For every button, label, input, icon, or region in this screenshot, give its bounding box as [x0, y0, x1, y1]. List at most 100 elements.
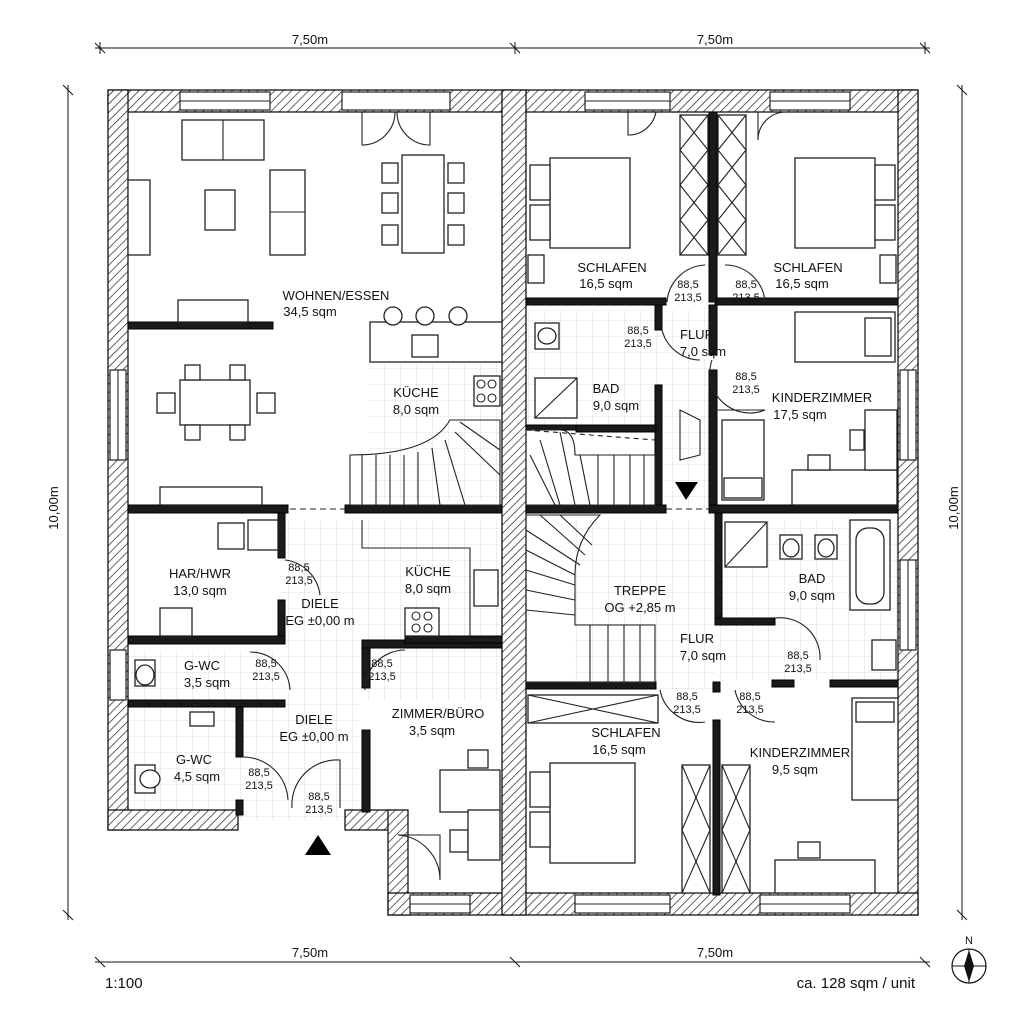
- svg-text:88,5: 88,5: [627, 325, 648, 337]
- furniture-upper-floor: [527, 114, 899, 894]
- room-area: 17,5 sqm: [773, 407, 826, 422]
- entrance-marker-left: [305, 835, 331, 855]
- svg-text:88,5: 88,5: [308, 791, 329, 803]
- svg-text:213,5: 213,5: [732, 292, 760, 304]
- svg-text:88,5: 88,5: [255, 658, 276, 670]
- svg-text:213,5: 213,5: [624, 338, 652, 350]
- room-area: EG ±0,00 m: [285, 613, 354, 628]
- room-label-wohnen-essen: WOHNEN/ESSEN 34,5 sqm: [283, 288, 390, 319]
- room-labels: WOHNEN/ESSEN 34,5 sqm KÜCHE 8,0 sqm HAR/…: [169, 260, 872, 784]
- room-label-gwc-2: G-WC 4,5 sqm: [174, 752, 220, 784]
- room-name: G-WC: [184, 658, 220, 673]
- room-area: EG ±0,00 m: [279, 729, 348, 744]
- svg-text:213,5: 213,5: [285, 575, 313, 587]
- room-name: KÜCHE: [405, 564, 451, 579]
- room-area: 16,5 sqm: [592, 742, 645, 757]
- room-area: OG +2,85 m: [604, 600, 675, 615]
- room-name: ZIMMER/BÜRO: [392, 706, 484, 721]
- room-name: FLUR: [680, 631, 714, 646]
- svg-text:213,5: 213,5: [673, 704, 701, 716]
- room-label-kinderzimmer-2: KINDERZIMMER 9,5 sqm: [750, 745, 850, 777]
- room-label-diele-1: DIELE EG ±0,00 m: [285, 596, 354, 628]
- room-label-zimmer-buero: ZIMMER/BÜRO 3,5 sqm: [392, 706, 484, 738]
- room-area: 8,0 sqm: [393, 402, 439, 417]
- room-area: 13,0 sqm: [173, 583, 226, 598]
- room-label-kinderzimmer-1: KINDERZIMMER 17,5 sqm: [772, 390, 872, 422]
- svg-text:213,5: 213,5: [305, 804, 333, 816]
- room-area: 3,5 sqm: [184, 675, 230, 690]
- room-area: 3,5 sqm: [409, 723, 455, 738]
- staircase-left: [349, 419, 501, 506]
- room-label-kueche-1: KÜCHE 8,0 sqm: [393, 385, 439, 417]
- dim-top-right: 7,50m: [697, 32, 733, 47]
- room-area: 9,0 sqm: [789, 588, 835, 603]
- room-area: 16,5 sqm: [775, 276, 828, 291]
- room-label-flur-1: FLUR 7,0 sqm: [680, 327, 726, 359]
- svg-text:88,5: 88,5: [787, 650, 808, 662]
- room-label-schlafen-3: SCHLAFEN 16,5 sqm: [591, 725, 660, 757]
- room-name: HAR/HWR: [169, 566, 231, 581]
- room-area: 16,5 sqm: [579, 276, 632, 291]
- room-name: WOHNEN/ESSEN: [283, 288, 390, 303]
- room-label-schlafen-2: SCHLAFEN 16,5 sqm: [773, 260, 842, 291]
- room-label-schlafen-1: SCHLAFEN 16,5 sqm: [577, 260, 646, 291]
- room-label-gwc-1: G-WC 3,5 sqm: [184, 658, 230, 690]
- room-name: SCHLAFEN: [773, 260, 842, 275]
- room-name: TREPPE: [614, 583, 666, 598]
- room-name: DIELE: [295, 712, 333, 727]
- room-area: 34,5 sqm: [283, 304, 336, 319]
- room-area: 8,0 sqm: [405, 581, 451, 596]
- furniture-ground-floor: [134, 519, 502, 861]
- room-label-bad-2: BAD 9,0 sqm: [789, 571, 835, 603]
- door-swings: [242, 111, 821, 881]
- furniture-wohnen: [127, 119, 503, 506]
- room-name: KINDERZIMMER: [772, 390, 872, 405]
- room-area: 4,5 sqm: [174, 769, 220, 784]
- room-label-flur-2: FLUR 7,0 sqm: [680, 631, 726, 663]
- room-label-har-hwr: HAR/HWR 13,0 sqm: [169, 566, 231, 598]
- room-label-bad-1: BAD 9,0 sqm: [593, 381, 639, 413]
- svg-text:88,5: 88,5: [739, 691, 760, 703]
- svg-text:88,5: 88,5: [677, 279, 698, 291]
- room-area: 7,0 sqm: [680, 344, 726, 359]
- dimension-lines: [62, 42, 968, 968]
- room-area: 7,0 sqm: [680, 648, 726, 663]
- svg-text:213,5: 213,5: [368, 671, 396, 683]
- svg-text:88,5: 88,5: [735, 371, 756, 383]
- svg-text:88,5: 88,5: [676, 691, 697, 703]
- room-label-diele-2: DIELE EG ±0,00 m: [279, 712, 348, 744]
- room-area: 9,0 sqm: [593, 398, 639, 413]
- svg-text:213,5: 213,5: [732, 384, 760, 396]
- dim-left: 10,00m: [46, 486, 61, 529]
- north-label: N: [965, 935, 973, 947]
- room-area: 9,5 sqm: [772, 762, 818, 777]
- room-name: FLUR: [680, 327, 714, 342]
- room-name: BAD: [593, 381, 620, 396]
- svg-text:213,5: 213,5: [674, 292, 702, 304]
- room-name: KÜCHE: [393, 385, 439, 400]
- svg-text:213,5: 213,5: [245, 780, 273, 792]
- svg-text:213,5: 213,5: [784, 663, 812, 675]
- room-label-treppe: TREPPE OG +2,85 m: [604, 583, 675, 615]
- room-name: BAD: [799, 571, 826, 586]
- svg-text:88,5: 88,5: [248, 767, 269, 779]
- entrance-marker-right: [675, 482, 698, 500]
- room-name: SCHLAFEN: [591, 725, 660, 740]
- room-label-kueche-2: KÜCHE 8,0 sqm: [405, 564, 451, 596]
- room-name: G-WC: [176, 752, 212, 767]
- svg-text:213,5: 213,5: [252, 671, 280, 683]
- dim-right: 10,00m: [946, 486, 961, 529]
- scale-label: 1:100: [105, 975, 143, 992]
- svg-text:88,5: 88,5: [371, 658, 392, 670]
